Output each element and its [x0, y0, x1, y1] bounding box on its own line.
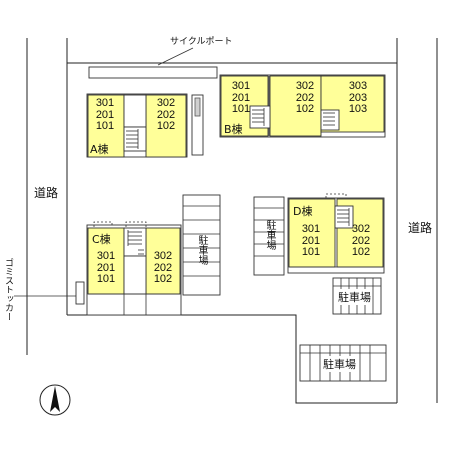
garbage-stocker — [75, 281, 85, 305]
unit-a-202: 202 — [156, 108, 176, 121]
parking-label-middle-text: 駐車場 — [264, 220, 275, 250]
unit-a-101: 101 — [95, 120, 115, 132]
unit-b-303: 303 — [348, 80, 368, 92]
unit-d-201: 201 — [301, 234, 321, 247]
parking-lot-right-upper — [332, 277, 382, 315]
unit-b-302: 302 — [295, 80, 315, 92]
parking-lot-right-lower — [299, 344, 387, 382]
parking-label-right-lower: 駐車場 — [322, 356, 357, 372]
building-b-col2-units: 302 202 102 — [290, 80, 320, 116]
road-left-label: 道路 — [34, 186, 59, 200]
building-c — [86, 221, 182, 316]
building-d — [287, 193, 385, 274]
small-parking-strip — [191, 94, 204, 156]
building-c-left-units: 301 201 101 — [90, 250, 122, 286]
unit-b-101: 101 — [231, 103, 251, 115]
unit-d-302: 302 — [351, 223, 371, 235]
unit-c-201: 201 — [96, 261, 116, 274]
unit-c-101: 101 — [96, 273, 116, 285]
building-c-name: C棟 — [92, 233, 111, 246]
unit-c-102: 102 — [153, 273, 173, 285]
unit-d-301: 301 — [301, 223, 321, 235]
unit-c-302: 302 — [153, 250, 173, 262]
strip-fill — [194, 97, 201, 117]
building-a — [86, 93, 188, 158]
unit-b-301: 301 — [231, 80, 251, 92]
parking-label-center-text: 駐車場 — [196, 235, 207, 265]
parking-lot-middle — [253, 196, 285, 276]
road-right-label: 道路 — [408, 221, 433, 235]
unit-b-103: 103 — [348, 103, 368, 115]
unit-a-301: 301 — [95, 97, 115, 109]
parking-label-middle: 駐車場 — [263, 220, 275, 254]
north-arrow-icon — [39, 384, 71, 416]
building-a-left-units: 301 201 101 — [90, 97, 120, 133]
unit-d-101: 101 — [301, 246, 321, 258]
building-b-name: B棟 — [224, 123, 243, 136]
unit-b-201: 201 — [231, 91, 251, 104]
parking-lot-center — [182, 194, 221, 296]
unit-a-302: 302 — [156, 97, 176, 109]
bike-port-leader — [157, 47, 194, 66]
garbage-label-text: ゴミストッカー — [3, 258, 13, 321]
garbage-label: ゴミストッカー — [3, 258, 13, 324]
site-boundary-bottom — [67, 314, 397, 404]
unit-c-301: 301 — [96, 250, 116, 262]
building-c-right-units: 302 202 102 — [148, 250, 178, 286]
bike-port — [88, 66, 218, 79]
building-b-col1-units: 301 201 101 — [226, 80, 256, 116]
unit-d-202: 202 — [351, 234, 371, 247]
unit-a-201: 201 — [95, 108, 115, 121]
unit-b-202: 202 — [295, 91, 315, 104]
parking-label-right-upper: 駐車場 — [337, 289, 372, 305]
bike-port-label: サイクルポート — [170, 37, 233, 47]
building-d-right-units: 302 202 102 — [346, 223, 376, 259]
building-b — [219, 74, 386, 138]
unit-c-202: 202 — [153, 261, 173, 274]
building-b-col3-units: 303 203 103 — [343, 80, 373, 116]
building-d-left-units: 301 201 101 — [296, 223, 326, 259]
building-d-name: D棟 — [293, 205, 313, 218]
building-a-right-units: 302 202 102 — [150, 97, 182, 133]
unit-a-102: 102 — [156, 120, 176, 132]
building-a-name: A棟 — [90, 143, 109, 156]
parking-label-center: 駐車場 — [195, 235, 207, 269]
unit-b-203: 203 — [348, 91, 368, 104]
unit-b-102: 102 — [295, 103, 315, 115]
unit-d-102: 102 — [351, 246, 371, 258]
